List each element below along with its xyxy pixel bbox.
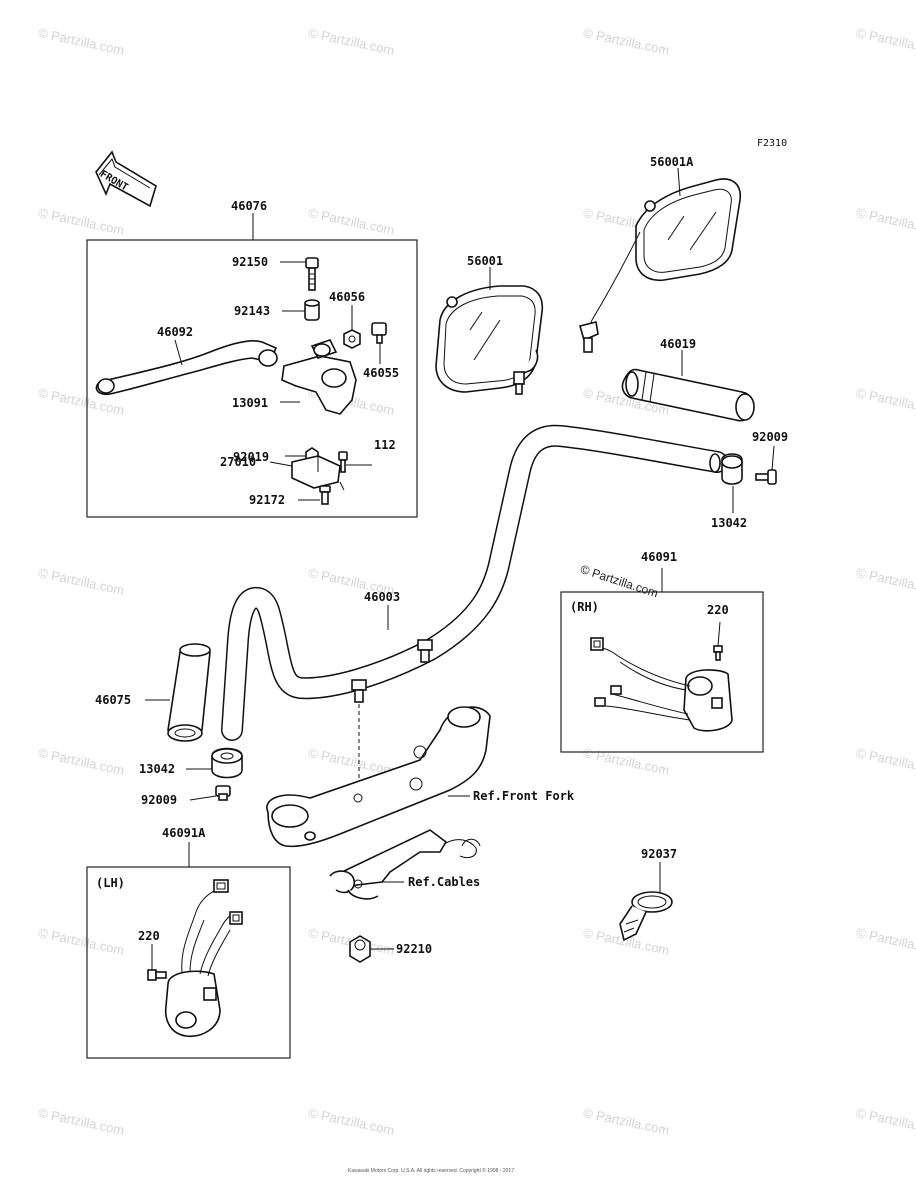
- part-label-46075[interactable]: 46075: [95, 693, 132, 707]
- screw-icon: [147, 969, 167, 981]
- part-label-220[interactable]: 220: [707, 603, 729, 617]
- part-label-13042[interactable]: 13042: [139, 762, 176, 776]
- bar-end-weight-icon: [721, 453, 743, 485]
- part-label-92019[interactable]: 92019: [233, 450, 270, 464]
- handlebar-icon: [221, 424, 728, 741]
- part-label-13042[interactable]: 13042: [711, 516, 748, 530]
- nut-icon: [349, 935, 371, 963]
- lever-holder-icon: [281, 339, 357, 415]
- left-grip-icon: [167, 643, 211, 742]
- screw-icon: [371, 322, 387, 344]
- screw-icon: [319, 485, 331, 505]
- part-label-92150[interactable]: 92150: [232, 255, 269, 269]
- right-handlebar-switch-icon: [590, 637, 733, 732]
- nut-icon: [343, 329, 361, 349]
- part-label-220[interactable]: 220: [138, 929, 160, 943]
- screw-icon: [338, 451, 348, 473]
- lh-side-label: (LH): [96, 876, 125, 890]
- throttle-grip-icon: [621, 368, 755, 422]
- screw-icon: [215, 785, 231, 801]
- part-label-46091[interactable]: 46091: [641, 550, 678, 564]
- left-mirror-icon: [435, 285, 544, 395]
- part-label-46055[interactable]: 46055: [363, 366, 400, 380]
- lever-assembly-box: [86, 239, 418, 518]
- left-handlebar-switch-icon: [164, 879, 243, 1037]
- part-label-56001[interactable]: 56001: [467, 254, 504, 268]
- copyright-text: Kawasaki Motors Corp. U.S.A. All rights …: [348, 1168, 514, 1174]
- rh-side-label: (RH): [570, 600, 599, 614]
- bolt-icon: [351, 679, 367, 703]
- figure-code: F2310: [757, 138, 788, 149]
- part-label-92210[interactable]: 92210: [396, 942, 433, 956]
- screw-icon: [713, 645, 723, 661]
- part-label-92037[interactable]: 92037: [641, 847, 678, 861]
- ref-front-fork-label[interactable]: Ref.Front Fork: [473, 789, 575, 803]
- part-label-92172[interactable]: 92172: [249, 493, 286, 507]
- right-mirror-icon: [579, 178, 741, 353]
- bar-end-weight-icon: [211, 747, 243, 779]
- part-label-46076[interactable]: 46076: [231, 199, 268, 213]
- screw-icon: [755, 469, 777, 485]
- part-label-46091A[interactable]: 46091A: [162, 826, 206, 840]
- front-arrow-icon: [95, 150, 157, 208]
- part-label-46056[interactable]: 46056: [329, 290, 366, 304]
- handlebar-holder-icon: [266, 706, 491, 848]
- bolt-icon: [417, 639, 433, 663]
- part-label-46003[interactable]: 46003: [364, 590, 401, 604]
- part-label-92009[interactable]: 92009: [752, 430, 789, 444]
- ref-cables-label[interactable]: Ref.Cables: [408, 875, 481, 889]
- part-label-92009[interactable]: 92009: [141, 793, 178, 807]
- collar-icon: [304, 299, 320, 321]
- part-label-92143[interactable]: 92143: [234, 304, 271, 318]
- part-label-46019[interactable]: 46019: [660, 337, 697, 351]
- part-label-46092[interactable]: 46092: [157, 325, 194, 339]
- clutch-switch-icon: [291, 455, 345, 491]
- part-label-56001A[interactable]: 56001A: [650, 155, 694, 169]
- cable-clamp-icon: [619, 891, 673, 942]
- part-label-27010[interactable]: 27010: [220, 455, 257, 469]
- part-label-13091[interactable]: 13091: [232, 396, 269, 410]
- cable-bracket-icon: [329, 829, 481, 900]
- clutch-lever-icon: [95, 339, 278, 396]
- rh-switch-box: [560, 591, 764, 753]
- bolt-icon: [305, 257, 319, 291]
- part-label-112[interactable]: 112: [374, 438, 396, 452]
